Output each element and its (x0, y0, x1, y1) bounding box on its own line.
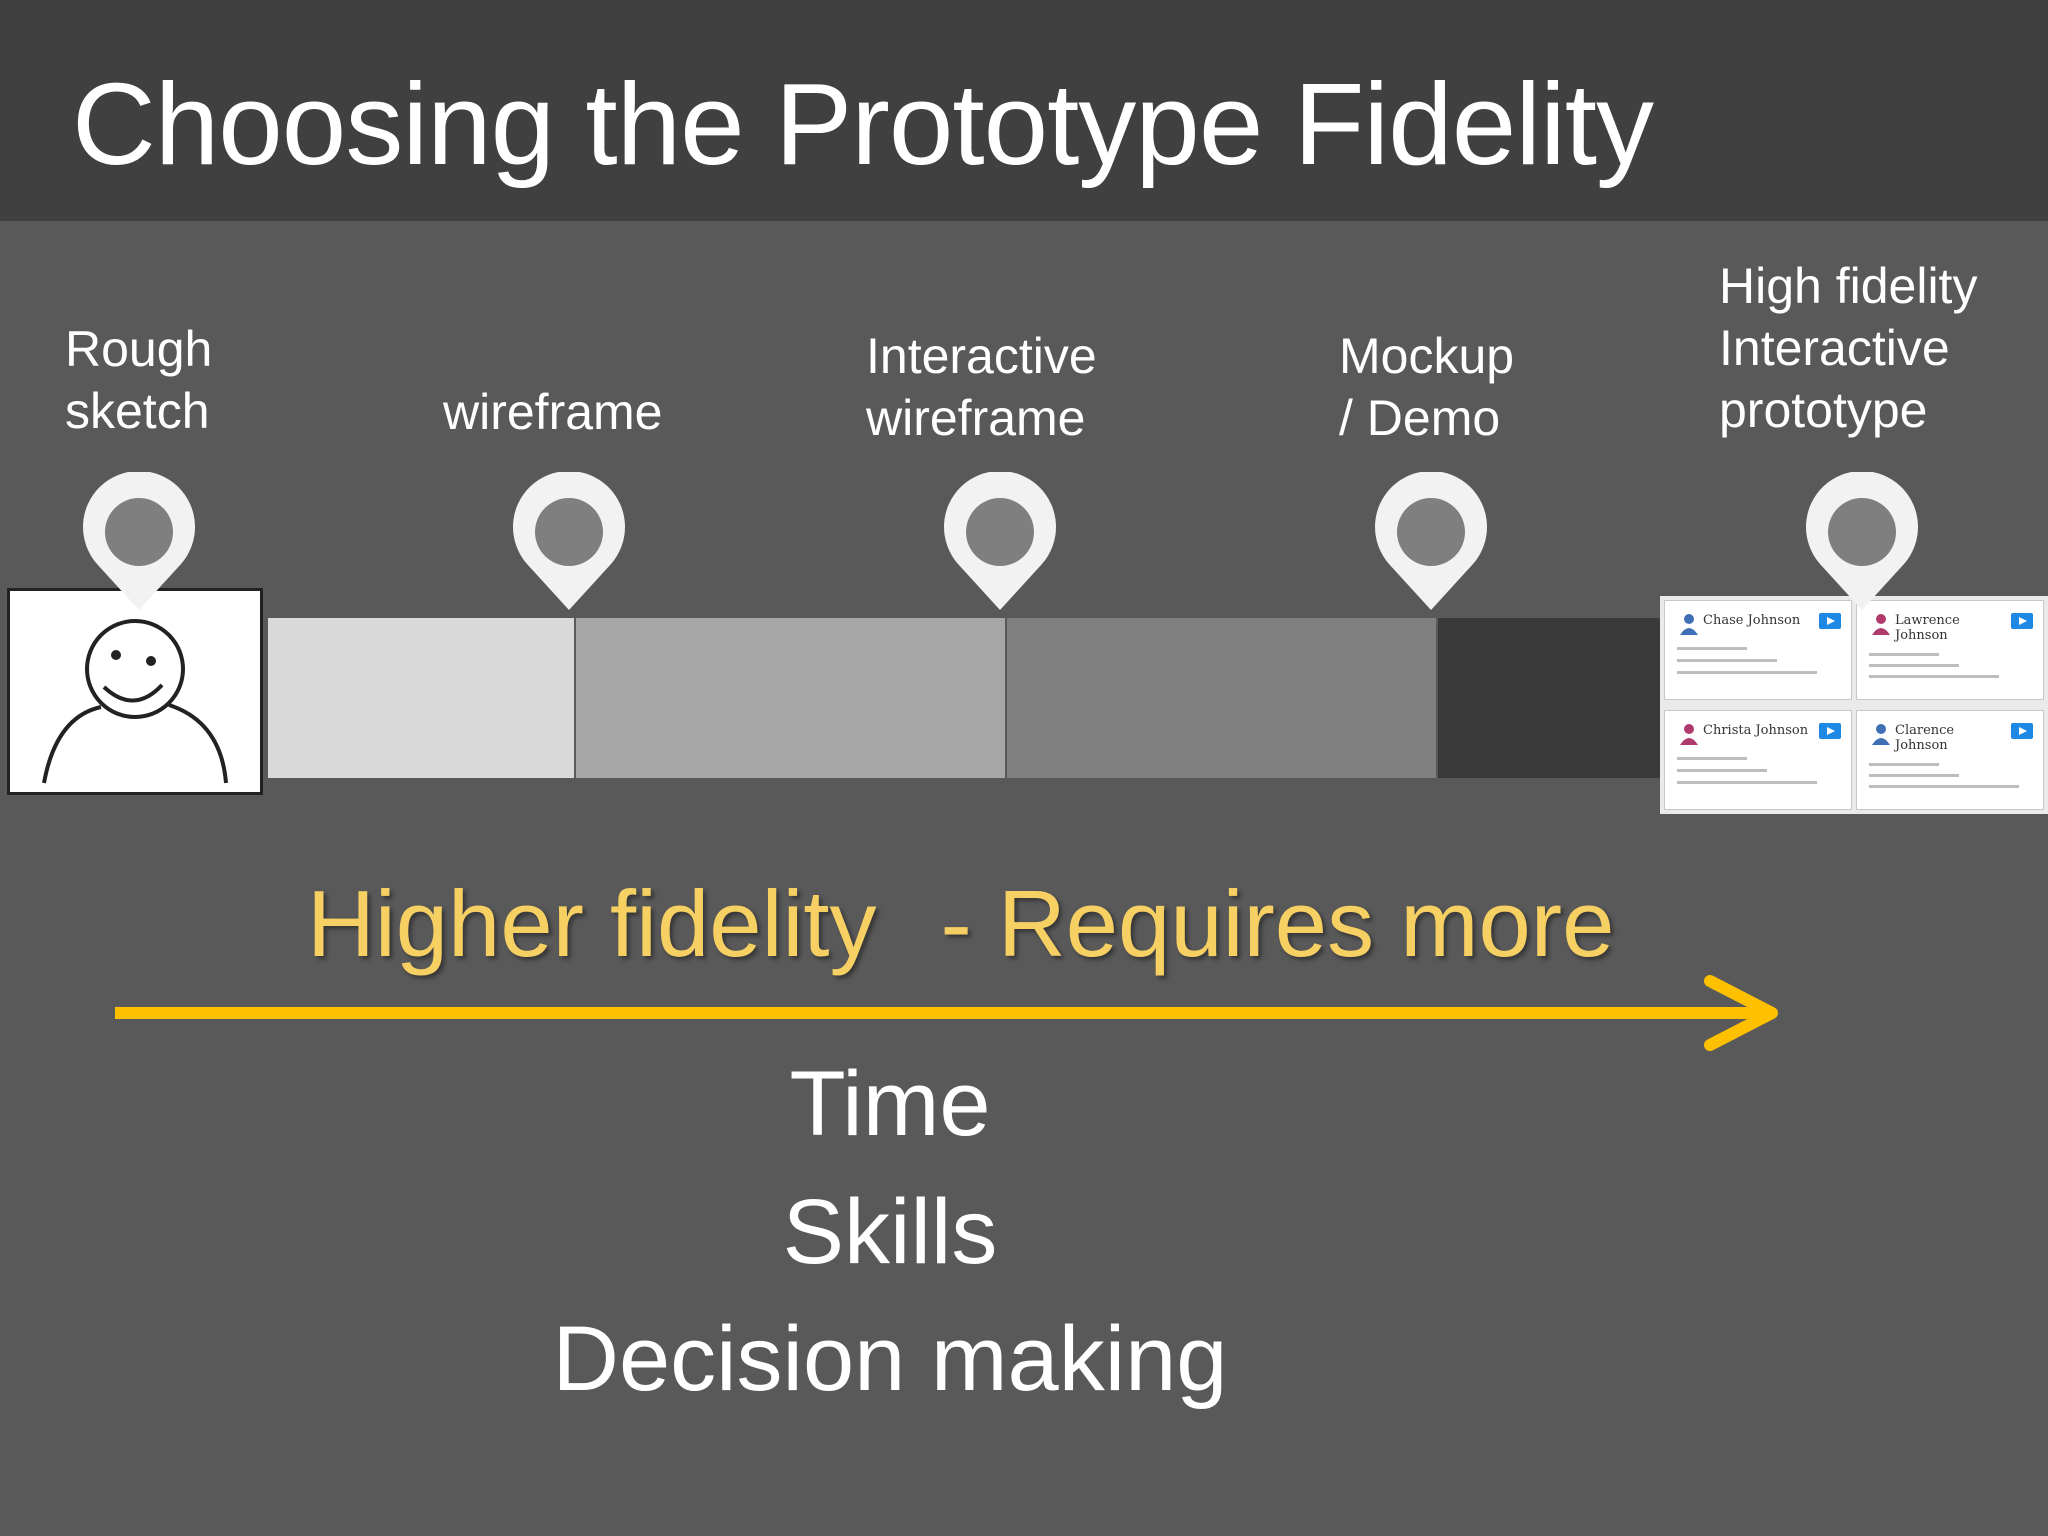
stage-label-line: Interactive (1719, 320, 1950, 376)
stage-label-line: Rough (65, 321, 213, 377)
location-pin-icon (1806, 472, 1918, 610)
person-icon (1680, 724, 1698, 745)
stage-label-rough-sketch: Rough sketch (65, 318, 212, 442)
stage-label-line: Mockup (1339, 328, 1515, 384)
contact-card: Clarence Johnson (1856, 710, 2044, 810)
fidelity-bar-segment-2 (574, 618, 1007, 778)
right-arrow-icon (115, 975, 1778, 1051)
contact-card: Christa Johnson (1664, 710, 1852, 810)
play-icon (1819, 723, 1841, 739)
stage-label-wireframe: wireframe (443, 381, 662, 443)
slide-title: Choosing the Prototype Fidelity (72, 59, 1654, 189)
stage-label-mockup-demo: Mockup / Demo (1339, 325, 1514, 449)
contact-name: Clarence Johnson (1895, 723, 1955, 753)
contact-name: Chase Johnson (1703, 613, 1801, 628)
location-pin-icon (83, 472, 195, 610)
person-icon (1680, 614, 1698, 635)
stage-label-line: sketch (65, 383, 210, 439)
play-icon (1819, 613, 1841, 629)
stage-label-line: High fidelity (1719, 258, 1978, 314)
fidelity-bar-segment-1 (268, 618, 574, 778)
location-pin-icon (1375, 472, 1487, 610)
requirement-decision-making: Decision making (552, 1308, 1228, 1410)
stage-label-line: Interactive (866, 328, 1097, 384)
play-icon (2011, 613, 2033, 629)
stage-label-line: wireframe (866, 390, 1086, 446)
rough-sketch-image (7, 588, 263, 795)
fidelity-bar-segment-3 (1005, 618, 1438, 778)
fidelity-heading: Higher fidelity - Requires more (307, 870, 1614, 978)
title-bar: Choosing the Prototype Fidelity (0, 0, 2048, 221)
higher-fidelity-text: Higher fidelity (307, 871, 877, 976)
stage-label-line: wireframe (443, 384, 663, 440)
requirement-time: Time (789, 1053, 991, 1155)
smiley-sketch-icon (42, 619, 228, 784)
location-pin-icon (513, 472, 625, 610)
requires-more-text: - Requires more (940, 871, 1615, 976)
contact-name: Christa Johnson (1703, 723, 1809, 738)
requirement-skills: Skills (782, 1181, 998, 1283)
person-icon (1872, 614, 1890, 635)
person-icon (1872, 724, 1890, 745)
contact-card: Chase Johnson (1664, 600, 1852, 700)
stage-label-line: / Demo (1339, 390, 1501, 446)
contact-name: Lawrence Johnson (1895, 613, 1960, 643)
fidelity-bar-segment-4 (1436, 618, 1668, 778)
location-pin-icon (944, 472, 1056, 610)
high-fidelity-prototype-image: Chase Johnson Lawrence Johnson Christa J… (1660, 596, 2048, 814)
contact-card: Lawrence Johnson (1856, 600, 2044, 700)
stage-label-interactive-wireframe: Interactive wireframe (866, 325, 1097, 449)
stage-label-line: prototype (1719, 382, 1928, 438)
play-icon (2011, 723, 2033, 739)
